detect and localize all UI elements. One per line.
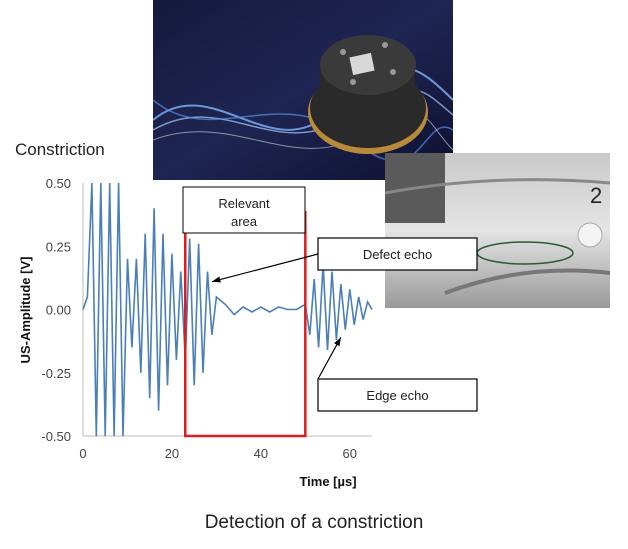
y-tick-label: 0.00	[46, 303, 71, 318]
constriction-label: Constriction	[15, 140, 105, 159]
y-tick-label: -0.50	[41, 429, 71, 444]
x-tick-label: 60	[343, 446, 357, 461]
y-tick-label: 0.50	[46, 176, 71, 191]
y-tick-label: -0.25	[41, 366, 71, 381]
relevant-area-label-line: area	[231, 214, 258, 229]
x-tick-label: 20	[165, 446, 179, 461]
relevant-area-label-box	[182, 186, 306, 234]
figure-caption: Detection of a constriction	[204, 512, 424, 533]
y-axis-title: US-Amplitude [V]	[18, 257, 33, 364]
ultrasonic-sensor-photo	[153, 0, 453, 180]
relevant-area-box	[184, 210, 307, 438]
svg-text:2: 2	[590, 183, 602, 208]
annotation-arrowhead	[334, 337, 341, 347]
x-tick-label: 40	[254, 446, 268, 461]
relevant-area-label-line: Relevant	[218, 196, 270, 211]
annotation-box	[317, 237, 478, 271]
x-axis-title: Time [µs]	[299, 474, 356, 489]
annotation-arrowhead	[211, 276, 221, 283]
part-photo: 2	[385, 153, 610, 308]
annotation-label: Defect echo	[363, 247, 432, 262]
signal-line	[82, 182, 373, 437]
y-tick-label: 0.25	[46, 239, 71, 254]
annotation-label: Edge echo	[366, 388, 428, 403]
annotation-box	[317, 378, 478, 412]
x-tick-label: 0	[79, 446, 86, 461]
annotation-arrow-line	[211, 253, 319, 283]
